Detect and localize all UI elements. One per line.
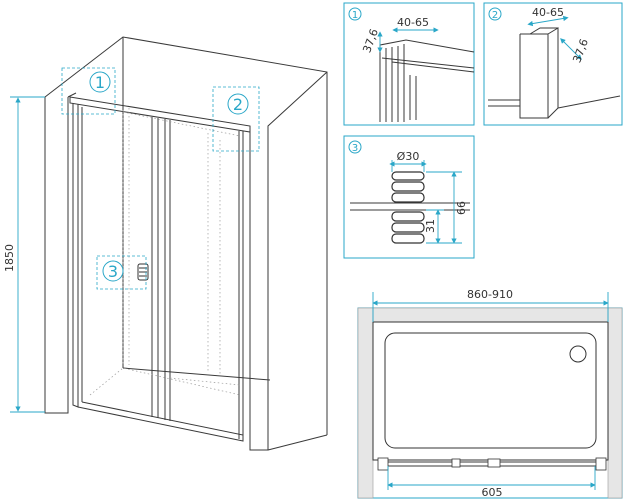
callout-label-2: 2	[233, 95, 243, 114]
right-wall	[249, 71, 328, 451]
detail-3-lower-label: 31	[424, 219, 437, 233]
plan-width-label: 860-910	[467, 288, 513, 301]
knob-icon	[391, 171, 425, 244]
main-view: 1 2 3 1850	[3, 36, 328, 451]
plan-view: 860-910 605	[357, 288, 623, 499]
detail-2-frame	[483, 2, 623, 126]
detail-2-width-dim	[527, 15, 569, 27]
left-wall	[44, 97, 69, 414]
callout-circle-2	[227, 93, 249, 115]
drain-icon	[569, 345, 587, 363]
detail-3: 3 Ø30 66 31	[343, 135, 475, 259]
detail-3-number: 3	[352, 143, 358, 154]
bottom-rail	[77, 401, 244, 442]
detail-3-height-label: 66	[455, 201, 468, 215]
door-leaf-junction	[151, 117, 171, 421]
callout-label-3: 3	[108, 262, 118, 281]
handle-icon	[137, 263, 149, 281]
callout-box-1	[61, 67, 116, 115]
callout-circle-3	[102, 260, 124, 282]
detail-2-width-label: 40-65	[532, 6, 564, 19]
niche-floor-edge	[122, 367, 271, 381]
detail-3-diameter-label: Ø30	[397, 150, 420, 163]
callout-box-2	[212, 86, 260, 152]
detail-3-glass	[350, 202, 470, 211]
detail-1: 1 40-65 37,6	[343, 2, 475, 126]
detail-1-width-label: 40-65	[397, 16, 429, 29]
callout-box-3	[96, 255, 147, 290]
callout-label-1: 1	[95, 73, 105, 92]
height-dimension-label: 1850	[3, 244, 16, 272]
niche-top-edge	[44, 36, 328, 435]
callout-circle-1	[89, 71, 111, 93]
right-profile	[238, 131, 244, 441]
detail-2-number: 2	[492, 10, 498, 21]
detail-2: 2 40-65 37,6	[483, 2, 623, 126]
tray-basin	[384, 332, 597, 449]
left-profile	[72, 103, 79, 408]
detail-1-number: 1	[352, 10, 358, 21]
plan-opening-label: 605	[482, 486, 503, 499]
top-rail	[69, 96, 251, 133]
